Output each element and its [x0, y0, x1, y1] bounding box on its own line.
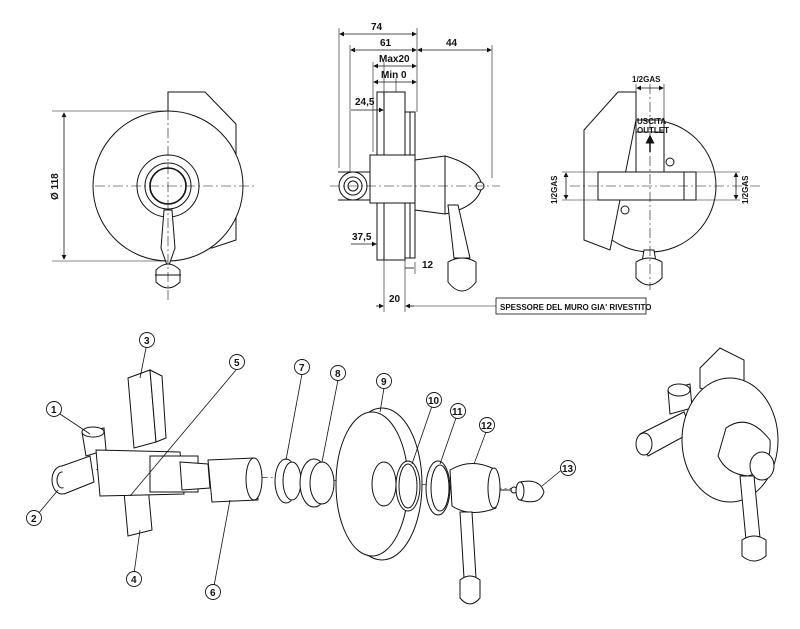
dim-max20: Max20 — [379, 54, 410, 65]
callout-13: 13 — [562, 464, 574, 475]
diameter-118-label: Ø 118 — [50, 173, 61, 200]
front-view — [52, 91, 255, 300]
dim-min0: Min 0 — [381, 70, 407, 81]
callout-4: 4 — [131, 575, 137, 586]
callout-10: 10 — [428, 396, 440, 407]
outlet-label-1: USCITA — [637, 117, 666, 126]
outlet-label-2: OUTLET — [637, 126, 669, 135]
gas-top-label: 1/2GAS — [632, 75, 661, 84]
callout-7: 7 — [299, 363, 305, 374]
rear-view — [562, 84, 760, 290]
callout-leaders — [37, 347, 565, 587]
gas-right-label: 1/2GAS — [741, 175, 750, 204]
dim-12: 12 — [422, 260, 434, 271]
callout-6: 6 — [210, 588, 216, 599]
callout-8: 8 — [335, 369, 341, 380]
callout-1: 1 — [51, 405, 57, 416]
wall-thickness-note: SPESSORE DEL MURO GIA' RIVESTITO — [500, 303, 651, 312]
dim-37-5: 37,5 — [352, 232, 372, 243]
callout-3: 3 — [144, 336, 150, 347]
dim-24-5: 24,5 — [355, 97, 375, 108]
gas-left-label: 1/2GAS — [550, 175, 559, 204]
dim-20: 20 — [389, 294, 401, 305]
dim-74: 74 — [371, 22, 383, 33]
side-view — [330, 28, 500, 312]
callout-circles — [26, 332, 576, 600]
callout-9: 9 — [381, 377, 387, 388]
callout-11: 11 — [452, 407, 463, 418]
exploded-view — [51, 369, 545, 605]
callout-2: 2 — [31, 514, 37, 525]
dim-61: 61 — [380, 38, 392, 49]
callout-5: 5 — [234, 358, 240, 369]
callout-12: 12 — [481, 421, 493, 432]
dim-44: 44 — [446, 38, 458, 49]
wall-note-box: SPESSORE DEL MURO GIA' RIVESTITO — [495, 297, 651, 315]
isometric-view — [635, 347, 779, 562]
